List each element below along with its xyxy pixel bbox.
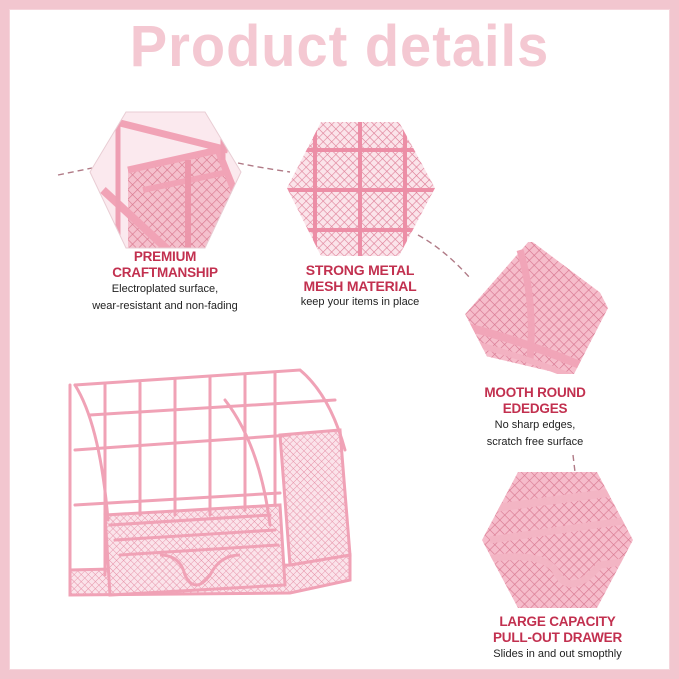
product-image-desk-organizer	[60, 355, 360, 615]
feature-desc-line: No sharp edges,	[494, 419, 576, 431]
feature-title-line: STRONG METAL	[305, 262, 415, 278]
feature-desc-strong-metal-mesh: keep your items in place	[280, 294, 440, 311]
hexagon-drawer-closeup-icon	[480, 470, 635, 610]
feature-title-line: EDEDGES	[502, 401, 568, 416]
feature-title-line: MESH MATERIAL	[303, 278, 417, 294]
feature-desc-line: keep your items in place	[300, 296, 420, 308]
feature-title-large-capacity-drawer: LARGE CAPACITY PULL-OUT DRAWER	[470, 614, 645, 646]
hexagon-edge-closeup-icon	[460, 240, 610, 376]
feature-desc-line: wear-resistant and non-fading	[92, 300, 238, 312]
feature-desc-line: Electroplated surface,	[111, 283, 219, 295]
feature-desc-line: scratch free surface	[486, 436, 584, 448]
hexagon-closeup-corner-icon	[88, 110, 243, 250]
feature-title-line: PULL-OUT DRAWER	[493, 630, 622, 645]
feature-title-line: LARGE CAPACITY	[499, 614, 616, 629]
feature-title-smooth-round-edges: MOOTH ROUND EDEDGES	[460, 385, 610, 417]
feature-desc-premium-craftmanship: Electroplated surface, wear-resistant an…	[70, 281, 260, 315]
feature-desc-smooth-round-edges: No sharp edges, scratch free surface	[460, 417, 610, 451]
page-title: Product details	[129, 12, 550, 79]
feature-desc-line: Slides in and out smopthly	[493, 648, 622, 660]
feature-title-strong-metal-mesh: STRONG METAL MESH MATERIAL	[280, 262, 440, 294]
feature-title-line: CRAFTMANSHIP	[112, 265, 218, 280]
feature-desc-large-capacity-drawer: Slides in and out smopthly	[470, 646, 645, 663]
hexagon-mesh-closeup-icon	[285, 120, 437, 258]
feature-title-line: MOOTH ROUND	[484, 385, 586, 400]
feature-title-premium-craftmanship: PREMIUM CRAFTMANSHIP	[80, 249, 250, 281]
feature-title-line: PREMIUM	[133, 249, 197, 264]
